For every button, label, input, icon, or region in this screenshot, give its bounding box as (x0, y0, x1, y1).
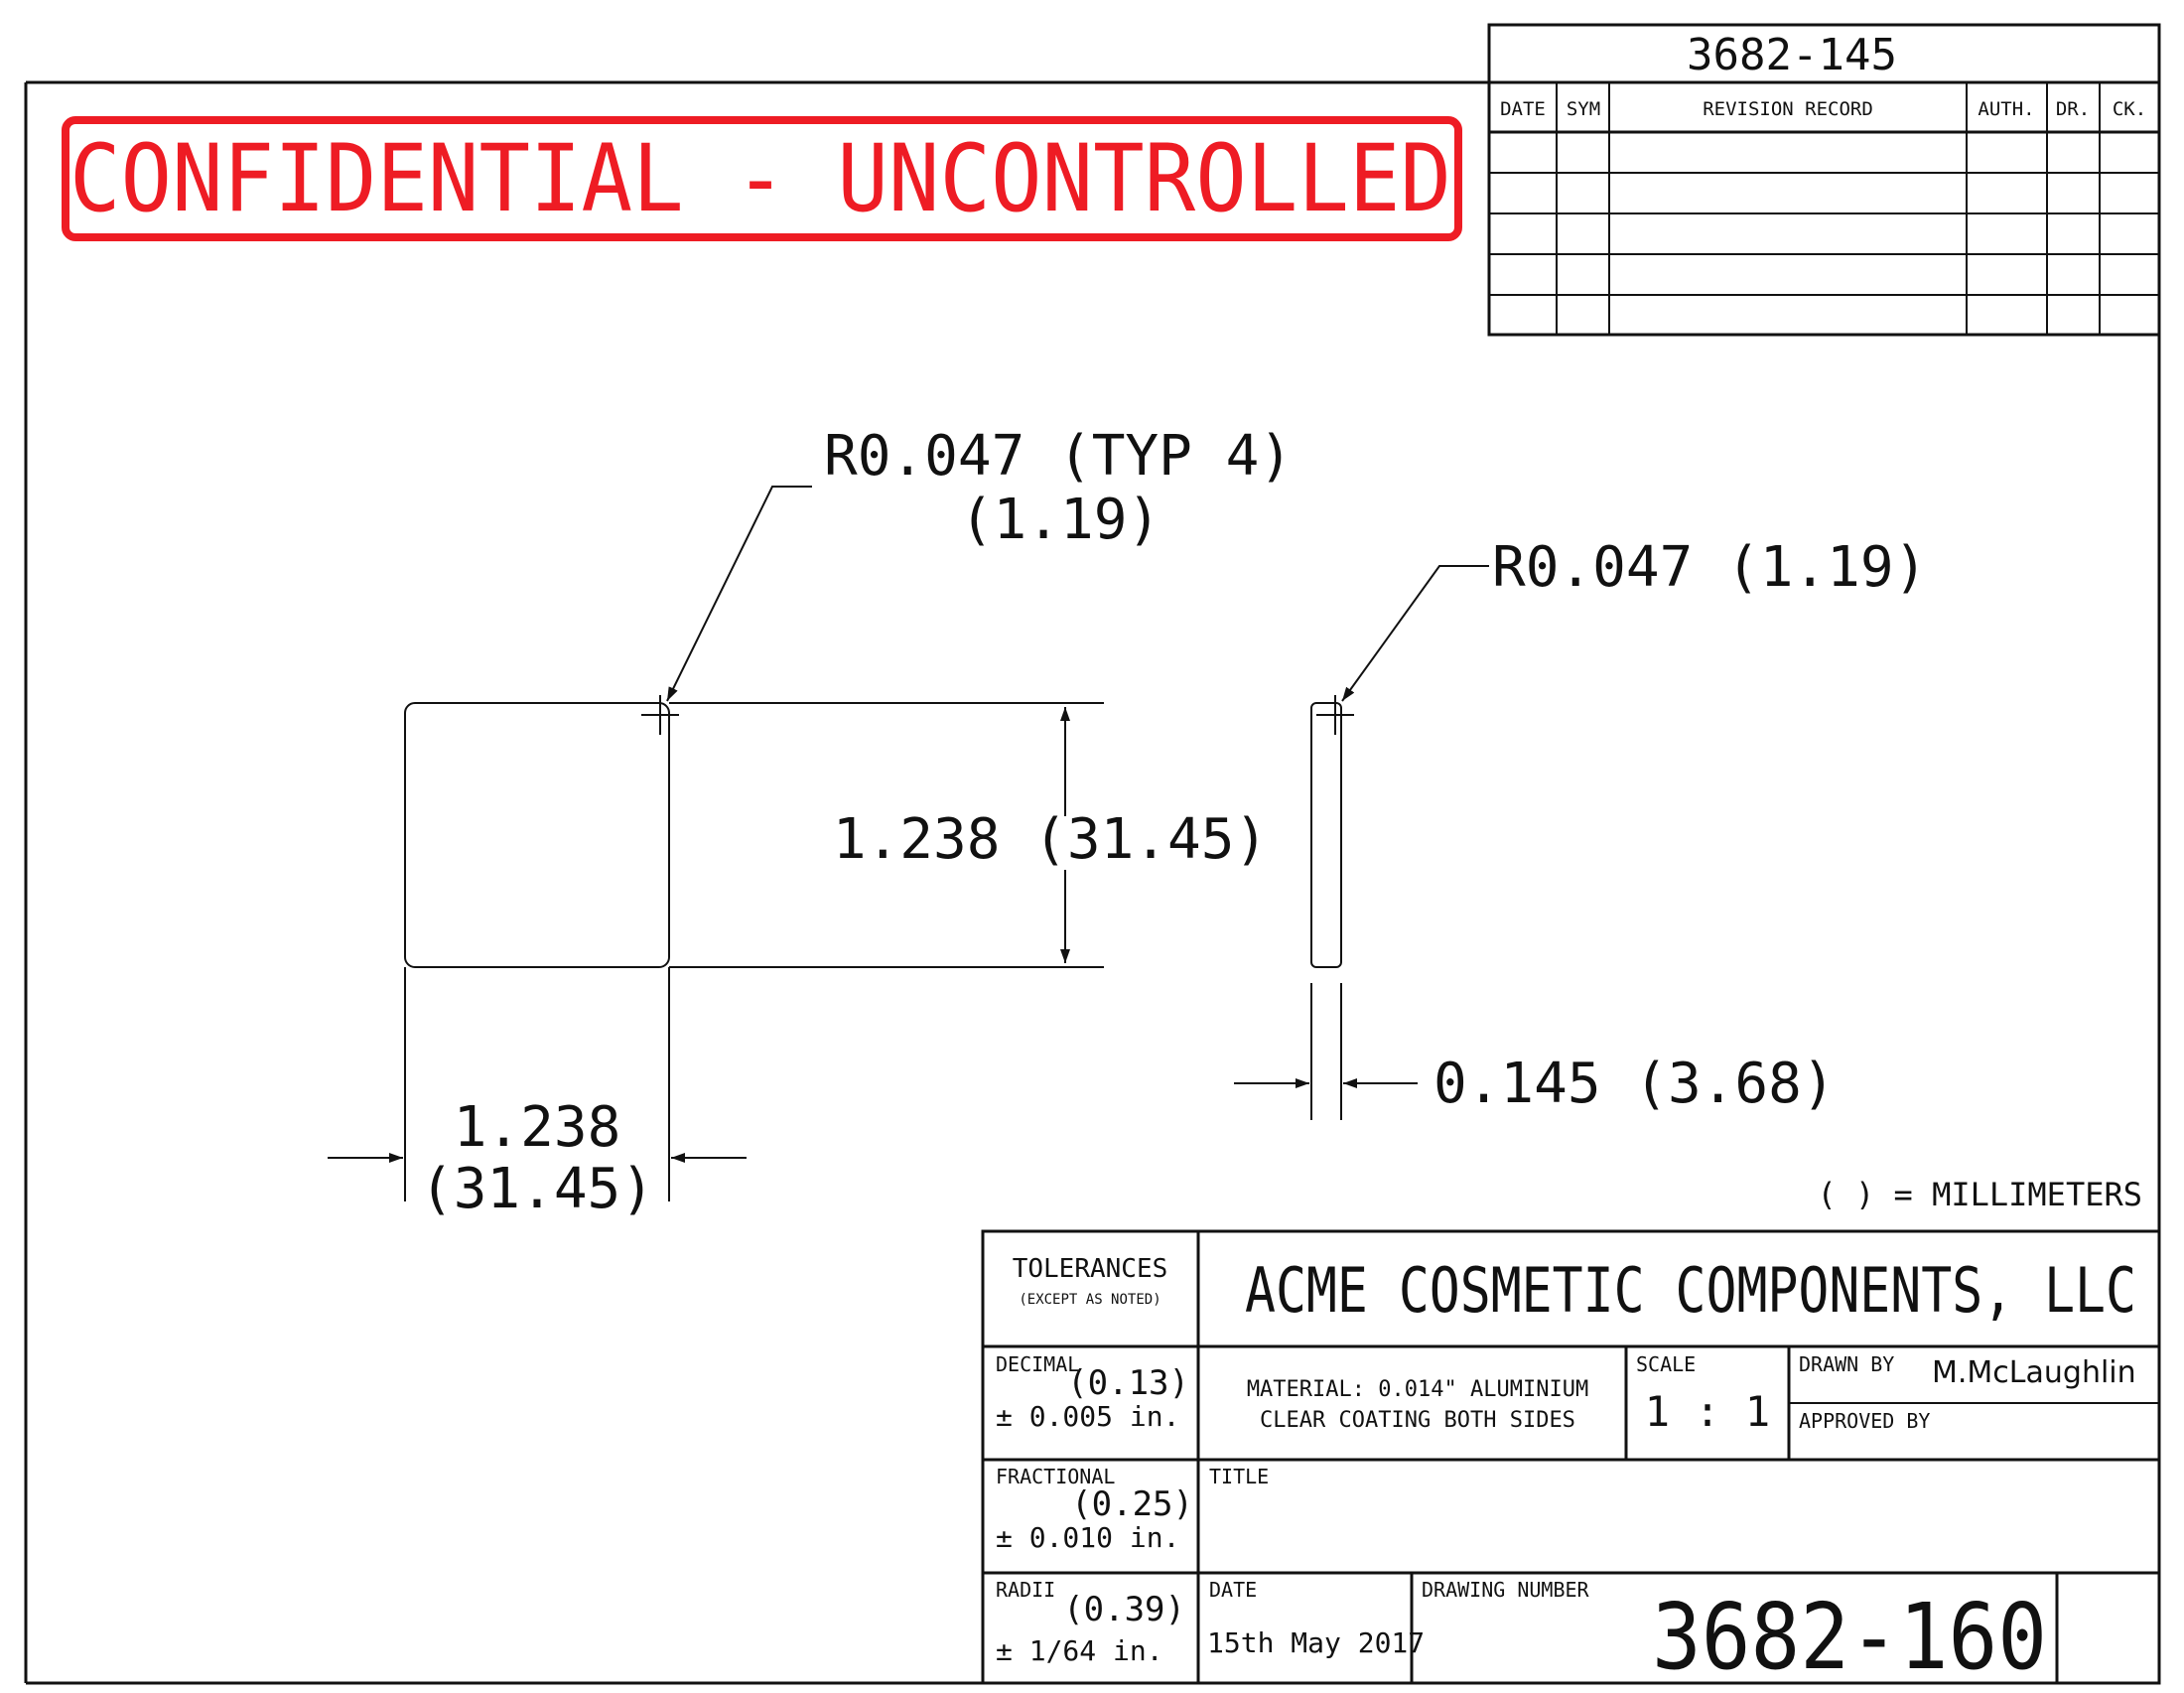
drawn-by-value: M.McLaughlin (1932, 1355, 2136, 1390)
radius-typ-callout-mm: (1.19) (960, 488, 1160, 552)
material-line-1: MATERIAL: 0.014" ALUMINIUM (1247, 1377, 1588, 1402)
decimal-label: DECIMAL (996, 1352, 1079, 1376)
fractional-value: ± 0.010 in. (996, 1521, 1179, 1554)
width-dimension-mm: (31.45) (420, 1157, 654, 1221)
radii-mm: (0.39) (1063, 1590, 1185, 1629)
decimal-mm: (0.13) (1067, 1363, 1189, 1403)
date-value: 15th May 2017 (1207, 1626, 1425, 1659)
title-block (981, 1229, 2161, 1685)
revision-block (1487, 23, 2161, 337)
height-dimension: 1.238 (31.45) (833, 807, 1268, 872)
part-side-view (1310, 695, 1354, 1120)
title-label: TITLE (1209, 1465, 1269, 1488)
radius-typ-callout: R0.047 (TYP 4) (824, 424, 1293, 489)
tolerances-label: TOLERANCES (1013, 1254, 1168, 1284)
confidential-stamp-frame (62, 116, 1462, 241)
rev-header-date: DATE (1500, 98, 1546, 120)
radius-side-callout: R0.047 (1.19) (1492, 535, 1927, 600)
material-line-2: CLEAR COATING BOTH SIDES (1260, 1408, 1575, 1433)
header-number: 3682-145 (1687, 30, 1897, 80)
scale-value: 1 : 1 (1645, 1387, 1770, 1436)
fractional-mm: (0.25) (1071, 1484, 1193, 1524)
company-name: ACME COSMETIC COMPONENTS, LLC (1245, 1254, 2136, 1327)
radius-side-leader (1341, 565, 1489, 702)
part-front-view (404, 695, 1104, 1201)
radii-label: RADII (996, 1578, 1055, 1602)
drawn-by-label: DRAWN BY (1799, 1352, 1894, 1376)
fractional-label: FRACTIONAL (996, 1465, 1115, 1488)
width-dimension: 1.238 (454, 1095, 621, 1160)
radius-typ-leader (666, 486, 812, 702)
units-note: ( ) = MILLIMETERS (1817, 1176, 2142, 1213)
rev-header-auth: AUTH. (1978, 98, 2034, 120)
drawing-number: 3682-160 (1652, 1584, 2047, 1688)
drawing-number-label: DRAWING NUMBER (1422, 1578, 1590, 1602)
rev-header-sym: SYM (1567, 98, 1600, 120)
rev-header-dr: DR. (2056, 98, 2090, 120)
scale-label: SCALE (1636, 1352, 1696, 1376)
decimal-value: ± 0.005 in. (996, 1400, 1179, 1433)
approved-by-label: APPROVED BY (1799, 1409, 1930, 1433)
radii-value: ± 1/64 in. (996, 1634, 1163, 1667)
thickness-dimension: 0.145 (3.68) (1433, 1052, 1836, 1116)
rev-header-ck: CK. (2113, 98, 2146, 120)
rev-header-record: REVISION RECORD (1703, 98, 1873, 120)
date-label: DATE (1209, 1578, 1257, 1602)
confidential-stamp: CONFIDENTIAL - UNCONTROLLED (69, 125, 1451, 233)
tolerances-sub: (EXCEPT AS NOTED) (1019, 1292, 1160, 1308)
